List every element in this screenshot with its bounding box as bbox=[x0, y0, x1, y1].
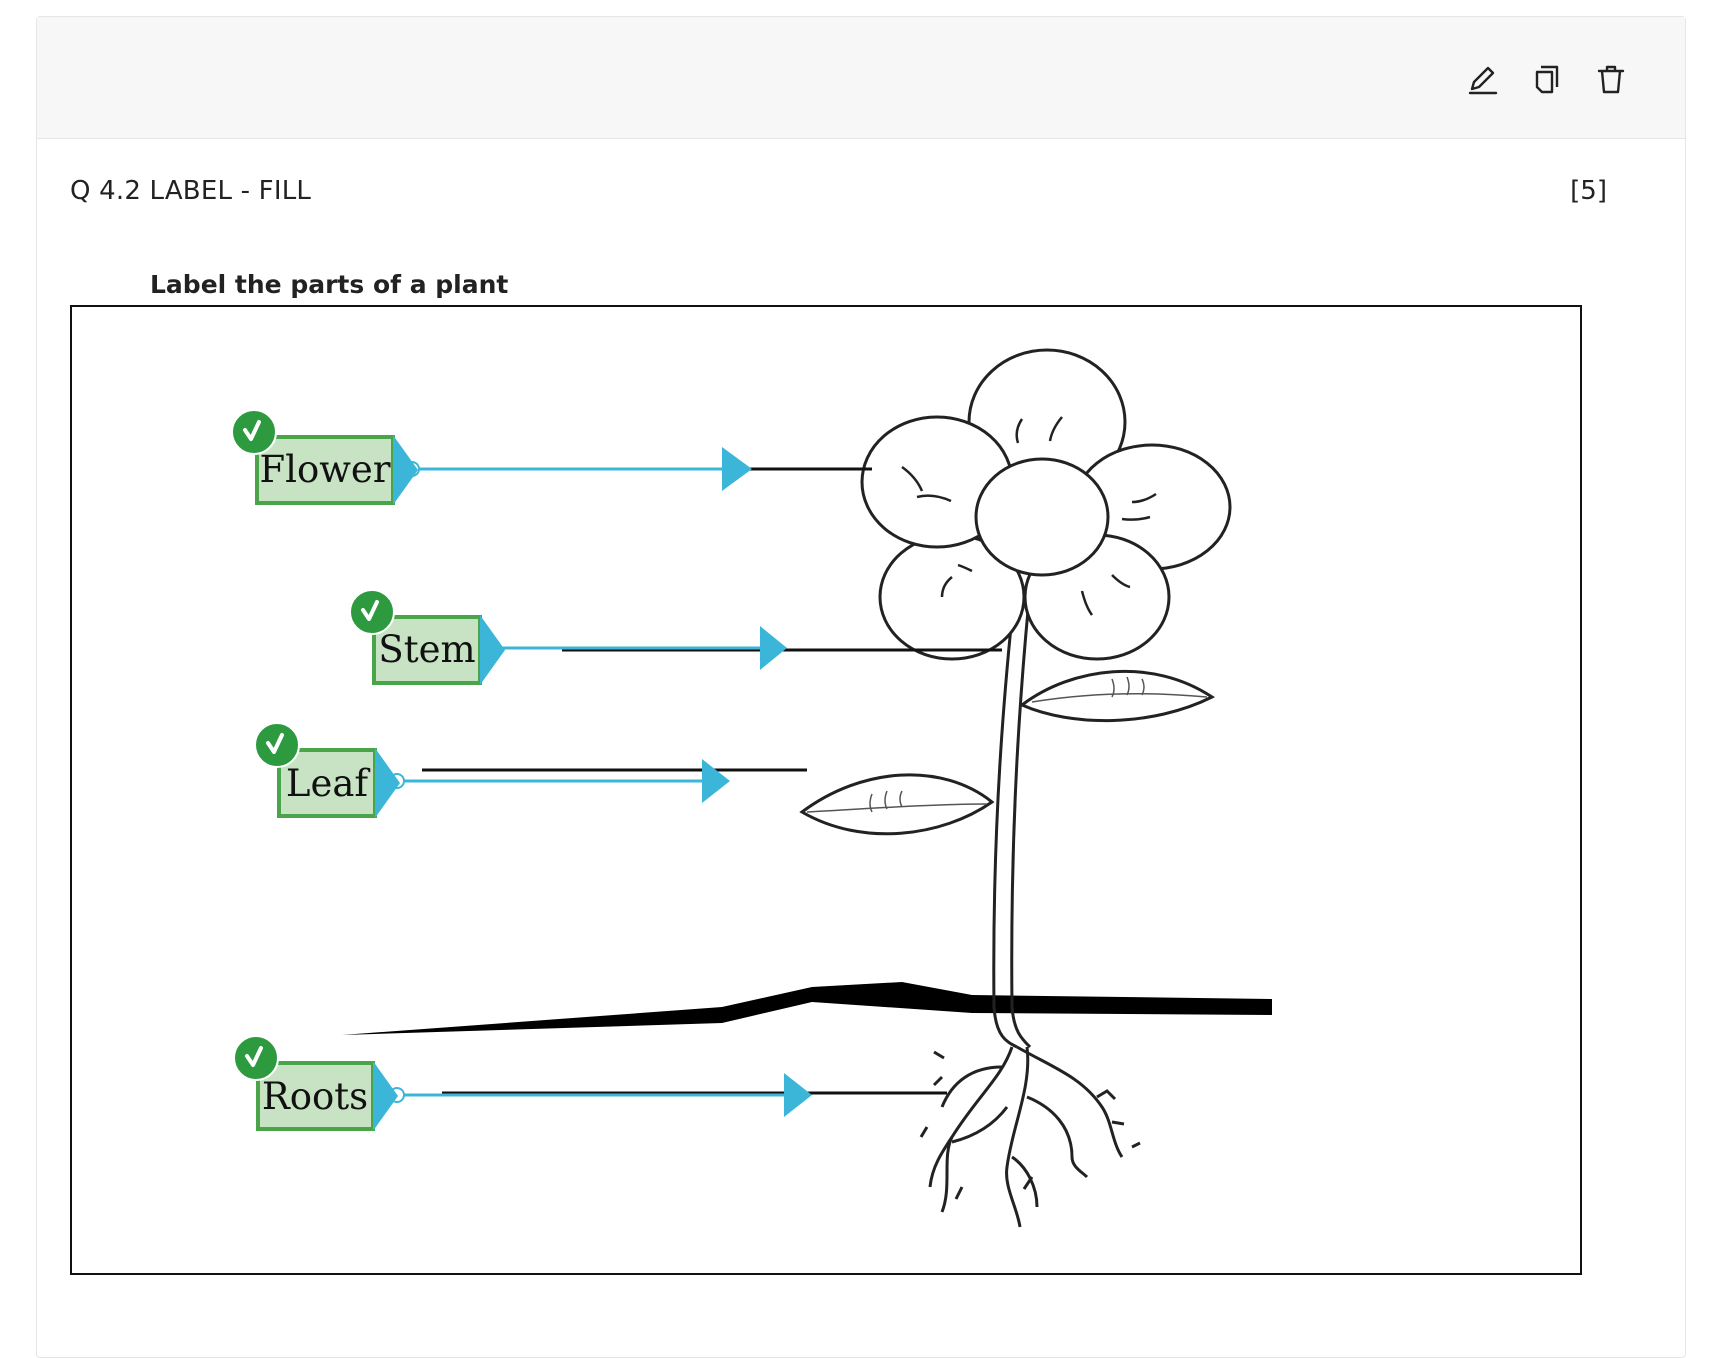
arrow-head-flower bbox=[722, 447, 752, 491]
right-leaf bbox=[1019, 669, 1215, 723]
label-tag-flower[interactable]: Flower bbox=[231, 409, 418, 505]
flower-head bbox=[860, 348, 1232, 661]
label-text-leaf: Leaf bbox=[286, 762, 371, 805]
edit-button[interactable] bbox=[1461, 57, 1505, 101]
copy-icon bbox=[1535, 65, 1559, 94]
plant-diagram: Flower Stem Leaf Roots bbox=[231, 348, 1272, 1228]
label-tag-roots[interactable]: Roots bbox=[233, 1035, 398, 1131]
label-text-flower: Flower bbox=[259, 448, 390, 491]
question-title: Q 4.2 LABEL - FILL bbox=[70, 176, 312, 206]
arrow-head-roots bbox=[784, 1073, 812, 1117]
trash-icon bbox=[1597, 65, 1625, 94]
label-tag-leaf[interactable]: Leaf bbox=[254, 722, 400, 818]
stem-outline-left bbox=[992, 568, 1019, 1049]
label-text-roots: Roots bbox=[262, 1075, 368, 1118]
question-marks: [5] bbox=[1570, 176, 1607, 206]
delete-button[interactable] bbox=[1589, 57, 1633, 101]
arrow-head-stem bbox=[760, 626, 787, 670]
question-toolbar bbox=[37, 17, 1685, 139]
stem-outline-right bbox=[1010, 568, 1034, 1049]
copy-button[interactable] bbox=[1525, 57, 1569, 101]
label-text-stem: Stem bbox=[378, 628, 475, 671]
label-diagram-canvas: Flower Stem Leaf Roots bbox=[70, 305, 1582, 1275]
pencil-icon bbox=[1468, 66, 1498, 95]
label-tag-stem[interactable]: Stem bbox=[349, 589, 505, 685]
ground-line bbox=[342, 982, 1272, 1035]
arrow-head-leaf bbox=[702, 759, 730, 803]
left-leaf bbox=[799, 773, 995, 836]
roots bbox=[919, 1045, 1141, 1228]
question-prompt: Label the parts of a plant bbox=[150, 270, 509, 299]
